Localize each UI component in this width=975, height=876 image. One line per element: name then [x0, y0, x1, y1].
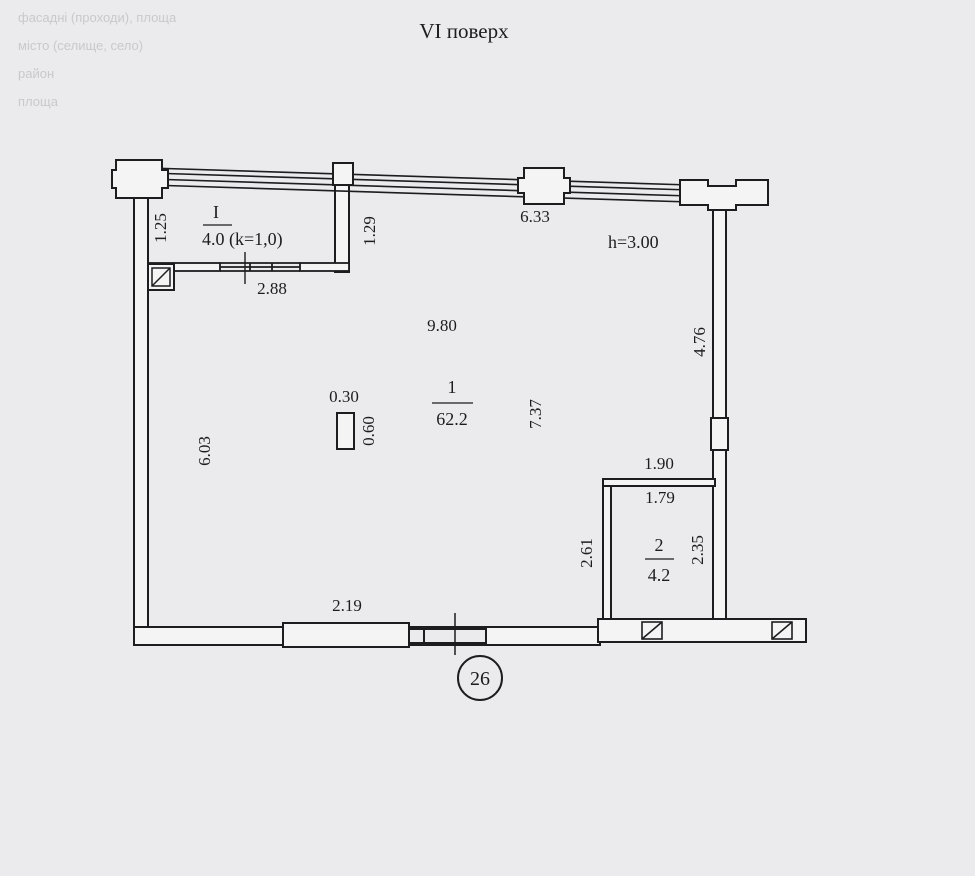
bottom-right-block: [597, 618, 807, 643]
vent-shaft-bottom-2: [771, 621, 793, 640]
dim-left-wall: 6.03: [195, 436, 214, 466]
balcony-inner-wall: [147, 262, 350, 272]
dim-room-depth: 7.37: [526, 399, 545, 429]
right-wall: [712, 195, 727, 624]
left-wall: [133, 189, 149, 646]
ghost-line-4: площа: [18, 94, 59, 109]
room-1-number: 1: [448, 377, 457, 397]
dim-balcony-left: 1.25: [151, 213, 170, 243]
ceiling-height: h=3.00: [608, 232, 659, 252]
ghost-line-2: місто (селище, село): [18, 38, 143, 53]
dim-bath-left: 2.61: [577, 538, 596, 568]
balcony-partition: [334, 179, 350, 273]
ghost-line-3: район: [18, 66, 54, 81]
post-center: [517, 167, 571, 205]
top-posts: [111, 159, 769, 211]
background-show-through: фасадні (проходи), площа місто (селище, …: [18, 10, 177, 109]
dim-bottom-window: 2.19: [332, 596, 362, 615]
apartment-number: 26: [470, 668, 490, 690]
ghost-line-1: фасадні (проходи), площа: [18, 10, 177, 25]
balcony-wall-right-solid: [299, 262, 350, 272]
post-right: [679, 179, 769, 211]
bathroom-partition-left: [602, 478, 612, 622]
dim-right-wall-upper: 4.76: [690, 327, 709, 357]
right-wall-window: [710, 417, 729, 451]
room-1-area: 62.2: [436, 409, 468, 429]
post-left: [111, 159, 169, 199]
room-2-number: 2: [655, 535, 664, 555]
dim-room-width: 9.80: [427, 316, 457, 335]
bottom-openings: [282, 613, 487, 655]
floor-title: VI поверх: [419, 19, 509, 43]
dim-column-width: 0.30: [329, 387, 359, 406]
dim-top-wall: 6.33: [520, 207, 550, 226]
room-2-area: 4.2: [648, 565, 671, 585]
vent-shaft-bottom-1: [641, 621, 663, 640]
entrance-door: [408, 628, 487, 644]
top-glazing: [149, 167, 691, 203]
dim-column-depth: 0.60: [359, 416, 378, 446]
dim-balcony-right: 1.29: [360, 216, 379, 246]
bottom-window: [282, 622, 410, 648]
dim-bath-right: 2.35: [688, 535, 707, 565]
column: [336, 412, 355, 450]
dim-balcony-width: 2.88: [257, 279, 287, 298]
vent-shafts: [147, 263, 175, 291]
dim-bath-inner: 1.79: [645, 488, 675, 507]
post-middle: [332, 162, 354, 186]
balcony-number: I: [213, 202, 219, 222]
balcony-area: 4.0 (k=1,0): [202, 229, 283, 250]
dim-bath-outer: 1.90: [644, 454, 674, 473]
bathroom-partition-top: [602, 478, 716, 487]
apartment-number-circle: [457, 655, 503, 701]
